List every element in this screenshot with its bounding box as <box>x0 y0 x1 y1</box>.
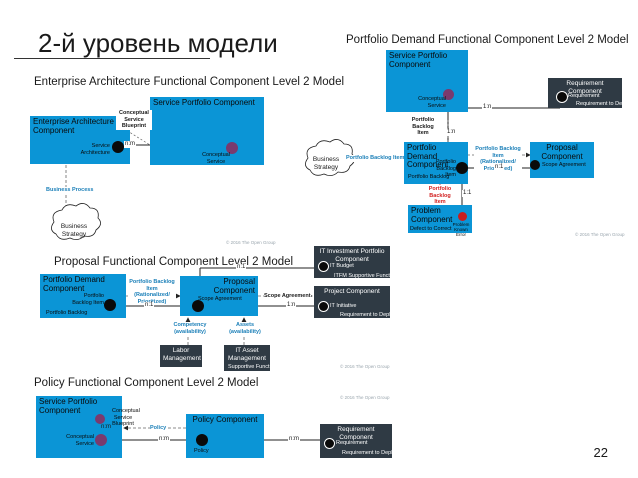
policy-policy-object <box>196 434 208 446</box>
policy-requirement-component-title: Requirement Component <box>337 426 375 441</box>
pd-requirement-to-deploy-label: Requirement to Deploy <box>576 101 633 107</box>
ea-business-process-label: Business Process <box>46 187 94 194</box>
ea-component-box: Enterprise Architecture Component <box>30 116 130 164</box>
pd-defect-label: Defect to Correct <box>410 226 452 232</box>
pd-problem-title: Problem Component <box>411 206 453 224</box>
pd-proposal-title: Proposal Component <box>541 143 583 161</box>
prop-project-box: Project Component <box>314 286 390 318</box>
pd-scope-agreement-object <box>530 160 540 170</box>
pd-pbi-multiplicity: 1:n <box>446 129 457 136</box>
policy-service-portfolio-box: Service Portfolio Component <box>36 396 122 458</box>
prop-assets-label: Assets (availability) <box>228 322 262 335</box>
prop-portfolio-demand-title: Portfolio Demand Component <box>43 275 105 293</box>
policy-copyright: © 2016 The Open Group <box>340 395 390 400</box>
prop-it-asset-management-box: IT Asset Management <box>224 345 270 371</box>
ea-component-title: Enterprise Architecture Component <box>33 117 114 135</box>
prop-it-asset-management-title: IT Asset Management <box>228 347 266 362</box>
prop-itfm-label: ITFM Supportive Function <box>334 273 398 279</box>
pd-proposal-box: Proposal Component <box>530 142 594 178</box>
prop-it-budget-label: IT Budget <box>330 263 354 269</box>
pd-proposal-multiplicity: n:1 <box>494 164 505 171</box>
ea-conceptual-service-label: Conceptual Service <box>202 152 230 165</box>
pd-backlog-item-label: Portfolio Backlog Item <box>435 159 456 178</box>
policy-right-multiplicity: n:m <box>288 436 301 443</box>
prop-proposal-title: Proposal Component <box>213 277 255 295</box>
ea-service-portfolio-box: Service Portfolio Component <box>150 97 264 165</box>
policy-flow-label: Policy <box>150 425 167 432</box>
pd-copyright: © 2016 The Open Group <box>575 232 625 237</box>
pd-business-strategy-label: Business Strategy <box>312 156 340 171</box>
ea-conceptual-service-object <box>226 142 238 154</box>
page-title: 2-й уровень модели <box>38 28 278 58</box>
policy-req-deploy-label: Requirement to Deploy <box>342 450 399 456</box>
prop-competency-label: Competency (availability) <box>172 322 208 335</box>
section-title-enterprise-architecture: Enterprise Architecture Functional Compo… <box>34 76 345 88</box>
pd-scope-agreement-label: Scope Agreement <box>542 162 586 168</box>
prop-portfolio-backlog-label: Portfolio Backlog <box>46 310 88 316</box>
section-title-policy: Policy Functional Component Level 2 Mode… <box>34 377 259 389</box>
prop-scope-agreement-inner-label: Scope Agreement <box>198 296 242 302</box>
pd-requirement-component-title: Requirement Component <box>566 80 604 95</box>
pd-problem-known-error-label: Problem Known Error <box>452 222 470 237</box>
ea-conceptual-blueprint-label: Conceptual Service Blueprint <box>116 110 152 130</box>
policy-blueprint-label: Conceptual Service Blueprint <box>112 408 140 427</box>
prop-backlog-item-label: Portfolio Backlog Item <box>72 293 104 306</box>
pd-strategy-flow-label: Portfolio Backlog Item <box>346 155 405 162</box>
prop-copyright: © 2016 The Open Group <box>340 364 390 369</box>
prop-req-deploy-label: Requirement to Deploy <box>340 312 397 318</box>
ea-service-portfolio-title: Service Portfolio Component <box>153 98 255 107</box>
pd-conceptual-service-label: Conceptual Service <box>418 96 446 109</box>
prop-project-title: Project Component <box>324 288 380 295</box>
pd-portfolio-backlog-label: Portfolio Backlog <box>408 174 450 180</box>
policy-blueprint-object <box>95 414 105 424</box>
prop-supportive-function-label: Supportive Function <box>228 364 277 370</box>
pd-requirement-multiplicity: 1:n <box>482 104 493 111</box>
policy-conceptual-service-object <box>95 434 107 446</box>
pd-problem-known-error-object <box>458 212 467 221</box>
policy-component-title: Policy Component <box>192 415 258 424</box>
pd-requirement-object <box>556 91 568 103</box>
pd-conceptual-service-object <box>443 89 454 100</box>
section-title-portfolio-demand: Portfolio Demand Functional Component Le… <box>346 34 629 46</box>
prop-it-initiative-label: IT Initiative <box>330 303 357 309</box>
title-underline <box>14 58 210 59</box>
pd-backlog-item-object <box>456 162 468 174</box>
pd-requirement-label: Requirement <box>568 93 600 99</box>
prop-n1-multiplicity: n:1 <box>144 302 155 309</box>
prop-scope-agreement-object <box>192 300 204 312</box>
pd-red-flow-label: Portfolio Backlog Item <box>426 186 454 206</box>
prop-scope-flow-label: Scope Agreement <box>264 293 311 300</box>
prop-invest-multiplicity: n:1 <box>236 264 247 271</box>
ea-copyright: © 2016 The Open Group <box>226 240 276 245</box>
policy-left-multiplicity: n:m <box>158 436 171 443</box>
pd-service-portfolio-title: Service Portfolio Component <box>389 51 448 69</box>
ea-service-architecture-label: Service Architecture <box>80 143 110 156</box>
policy-inner-multiplicity: n:m <box>101 424 112 430</box>
prop-it-initiative-object <box>318 301 329 312</box>
policy-requirement-object <box>324 438 335 449</box>
prop-labor-management-box: Labor Management <box>160 345 202 367</box>
pd-pbi-label: Portfolio Backlog Item <box>410 117 436 137</box>
policy-requirement-label: Requirement <box>336 440 368 446</box>
policy-policy-label: Policy <box>194 448 209 454</box>
policy-service-portfolio-title: Service Portfolio Component <box>39 397 98 415</box>
pd-problem-multiplicity: 1:1 <box>462 190 473 197</box>
ea-nm-multiplicity: n:m <box>124 141 137 148</box>
prop-labor-management-title: Labor Management <box>163 347 201 362</box>
pd-service-portfolio-box: Service Portfolio Component <box>386 50 468 112</box>
prop-rationalized-label: Portfolio Backlog Item (Rationalized/ Pr… <box>128 279 176 305</box>
prop-it-budget-object <box>318 261 329 272</box>
prop-it-investment-title: IT Investment Portfolio Component <box>319 248 385 263</box>
page-number: 22 <box>593 445 608 460</box>
pd-portfolio-demand-title: Portfolio Demand Component <box>407 143 449 169</box>
section-title-proposal: Proposal Functional Component Level 2 Mo… <box>54 256 294 268</box>
policy-conceptual-service-label: Conceptual Service <box>66 434 94 447</box>
prop-backlog-item-object <box>104 299 116 311</box>
ea-service-architecture-object <box>112 141 124 153</box>
prop-1n-multiplicity: 1:n <box>286 302 297 309</box>
ea-business-strategy-label: Business Strategy <box>60 223 88 238</box>
